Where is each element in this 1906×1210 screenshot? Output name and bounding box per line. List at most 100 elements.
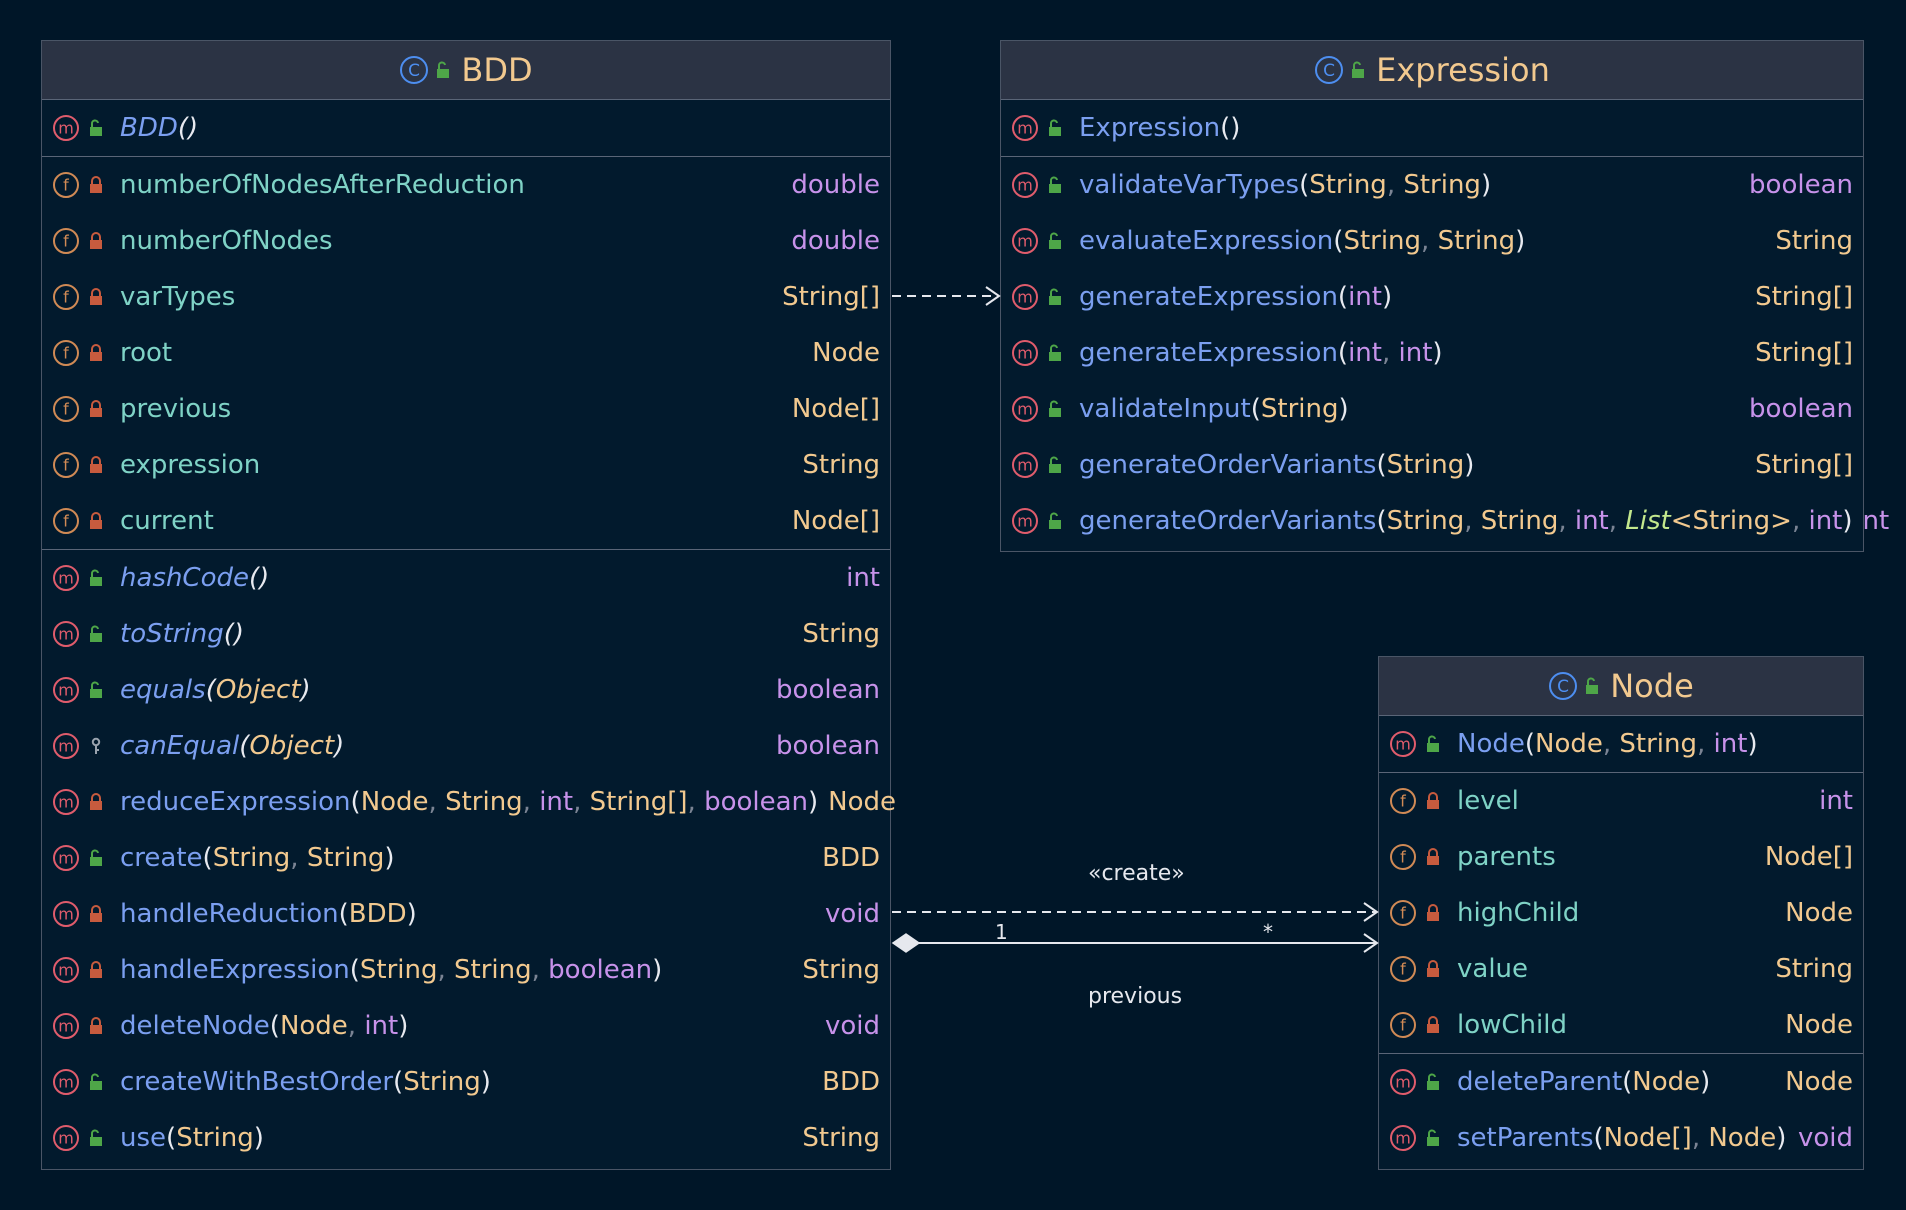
public-lock-icon xyxy=(88,625,104,643)
method-signature: generateOrderVariants(String, String, in… xyxy=(1079,506,1853,536)
member-type: Node[] xyxy=(1764,842,1853,872)
svg-text:m: m xyxy=(58,119,74,138)
param-list: (String, String) xyxy=(202,843,395,873)
method-icon: m xyxy=(52,1124,80,1152)
method-name-text: generateOrderVariants xyxy=(1079,450,1377,480)
svg-text:f: f xyxy=(63,232,69,251)
private-lock-icon xyxy=(88,905,104,923)
public-lock-icon xyxy=(1047,512,1063,530)
method-icon: m xyxy=(1011,114,1039,142)
method-signature: use(String) xyxy=(120,1123,264,1153)
method-icon: m xyxy=(1011,283,1039,311)
field-name: level xyxy=(1457,786,1519,816)
method-name-text: generateOrderVariants xyxy=(1079,506,1377,536)
multiplicity-source: 1 xyxy=(995,920,1008,944)
method-name-text: deleteParent xyxy=(1457,1067,1623,1097)
param-list: (String) xyxy=(166,1123,264,1153)
method-signature: generateExpression(int) xyxy=(1079,282,1392,312)
param-type: int xyxy=(364,1011,399,1041)
method-row[interactable]: m Expression() xyxy=(1001,100,1863,156)
param-type: int xyxy=(1348,282,1382,312)
method-row[interactable]: m generateExpression(int) String[] xyxy=(1001,269,1863,325)
method-icon: m xyxy=(52,1012,80,1040)
param-list: (int) xyxy=(1337,282,1393,312)
private-lock-icon xyxy=(88,793,104,811)
param-type: String xyxy=(1343,226,1422,256)
public-lock-icon xyxy=(1047,344,1063,362)
svg-text:m: m xyxy=(58,793,74,812)
field-name: lowChild xyxy=(1457,1010,1567,1040)
param-type: String xyxy=(445,787,523,817)
param-list: (Object) xyxy=(239,731,345,761)
method-name-text: toString xyxy=(120,619,224,649)
method-name-text: create xyxy=(120,843,203,873)
param-type: Node xyxy=(1708,1123,1777,1153)
member-type: String xyxy=(802,619,880,649)
param-type: int xyxy=(1574,506,1609,536)
private-lock-icon xyxy=(88,512,104,530)
method-icon: m xyxy=(1011,451,1039,479)
create-dependency-arrowhead xyxy=(1363,902,1379,922)
method-icon: m xyxy=(52,1068,80,1096)
member-type: boolean xyxy=(776,675,880,705)
svg-text:f: f xyxy=(1400,1016,1406,1035)
field-name-text: root xyxy=(120,338,173,368)
method-signature: Expression() xyxy=(1079,113,1240,143)
svg-text:m: m xyxy=(1395,1073,1411,1092)
field-name-text: varTypes xyxy=(120,282,236,312)
public-lock-icon xyxy=(88,1073,104,1091)
member-type: String[] xyxy=(1755,282,1853,312)
param-type: String xyxy=(454,955,532,985)
field-name: numberOfNodes xyxy=(120,226,333,256)
method-name-text: Node xyxy=(1457,729,1525,759)
method-icon: m xyxy=(1011,507,1039,535)
member-type: String[] xyxy=(1755,450,1853,480)
svg-text:m: m xyxy=(1017,344,1033,363)
param-type: List<String> xyxy=(1625,506,1792,536)
svg-text:C: C xyxy=(1557,677,1569,697)
svg-text:m: m xyxy=(58,625,74,644)
param-type: Node xyxy=(279,1011,348,1041)
method-icon: m xyxy=(1389,1124,1417,1152)
param-type: Node xyxy=(360,787,429,817)
method-icon: m xyxy=(1011,395,1039,423)
method-row[interactable]: m generateOrderVariants(String, String, i… xyxy=(1001,493,1889,549)
